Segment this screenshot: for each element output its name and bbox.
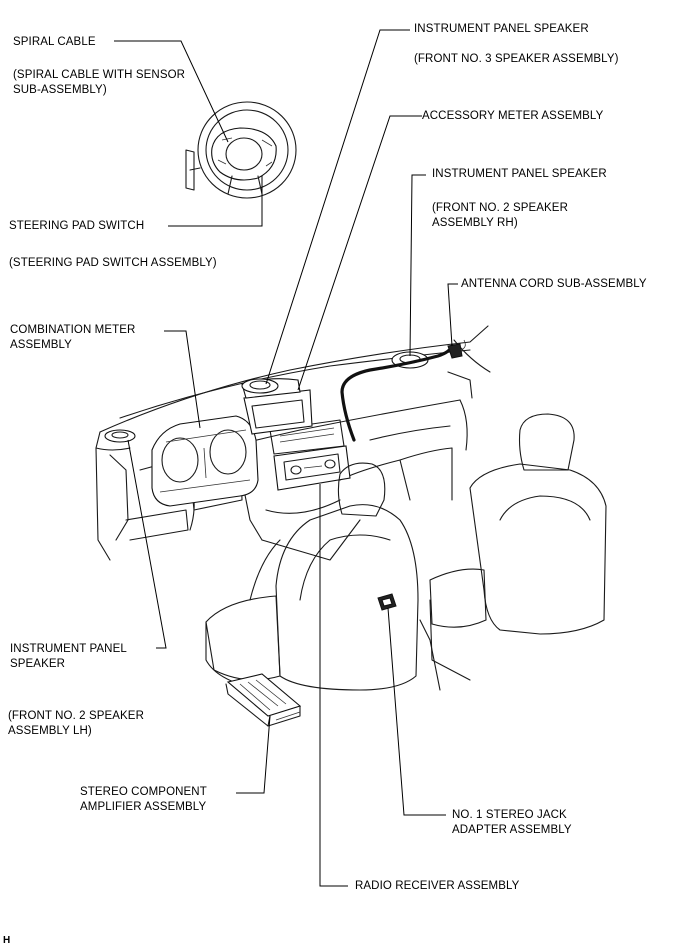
seats-drawing bbox=[205, 413, 607, 693]
label-stereo-jack: NO. 1 STEREO JACK ADAPTER ASSEMBLY bbox=[452, 809, 572, 836]
label-combination-meter: COMBINATION METER ASSEMBLY bbox=[10, 324, 136, 351]
label-steering-pad-switch: STEERING PAD SWITCH bbox=[9, 220, 145, 232]
label-ip-speaker-left: INSTRUMENT PANEL SPEAKER bbox=[10, 643, 127, 670]
label-spiral-cable: SPIRAL CABLE bbox=[13, 36, 96, 48]
stereo-jack-drawing bbox=[377, 593, 397, 611]
leader-lines bbox=[114, 29, 458, 887]
corner-mark: H bbox=[3, 935, 11, 946]
label-accessory-meter: ACCESSORY METER ASSEMBLY bbox=[422, 110, 604, 122]
label-radio-receiver: RADIO RECEIVER ASSEMBLY bbox=[355, 880, 520, 892]
label-stereo-amplifier: STEREO COMPONENT AMPLIFIER ASSEMBLY bbox=[80, 786, 207, 813]
label-ip-speaker-right: INSTRUMENT PANEL SPEAKER bbox=[432, 168, 607, 180]
center-speaker-drawing bbox=[241, 378, 279, 394]
radio-receiver-drawing bbox=[273, 445, 351, 491]
label-ip-speaker-right-sub: (FRONT NO. 2 SPEAKER ASSEMBLY RH) bbox=[432, 202, 568, 229]
label-steering-pad-switch-sub: (STEERING PAD SWITCH ASSEMBLY) bbox=[9, 257, 217, 269]
label-ip-speaker-center: INSTRUMENT PANEL SPEAKER bbox=[414, 23, 589, 35]
combination-meter-drawing bbox=[151, 415, 259, 507]
stereo-amplifier-drawing bbox=[225, 673, 302, 727]
dashboard-drawing bbox=[95, 325, 491, 561]
steering-wheel-drawing bbox=[185, 101, 297, 199]
left-speaker-drawing bbox=[104, 429, 136, 443]
label-ip-speaker-left-sub: (FRONT NO. 2 SPEAKER ASSEMBLY LH) bbox=[8, 710, 144, 737]
antenna-cord-drawing bbox=[340, 339, 466, 442]
label-antenna-cord: ANTENNA CORD SUB-ASSEMBLY bbox=[461, 278, 647, 290]
label-spiral-cable-sub: (SPIRAL CABLE WITH SENSOR SUB-ASSEMBLY) bbox=[13, 69, 186, 96]
label-ip-speaker-center-sub: (FRONT NO. 3 SPEAKER ASSEMBLY) bbox=[414, 53, 619, 65]
